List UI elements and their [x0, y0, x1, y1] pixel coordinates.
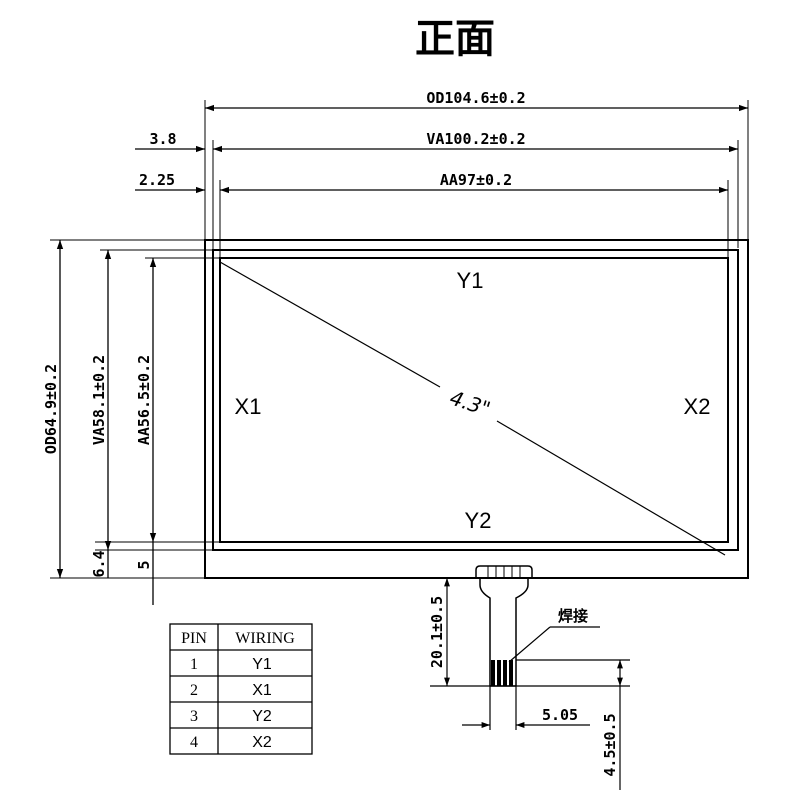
- pin-table-cell-pin: 4: [190, 734, 198, 751]
- signal-x2: X2: [684, 394, 711, 419]
- pin-table-cell-pin: 3: [190, 708, 198, 725]
- signal-y1: Y1: [457, 268, 484, 293]
- aa-height-label: AA56.5±0.2: [135, 355, 153, 445]
- pin-table-cell-wiring: X1: [252, 682, 272, 699]
- active-area-outline: [219, 257, 729, 543]
- od-height-label: OD64.9±0.2: [42, 364, 60, 454]
- pin-table-cell-wiring: Y1: [252, 656, 272, 673]
- callout-leader: [508, 626, 600, 663]
- va-height-label: VA58.1±0.2: [90, 355, 108, 445]
- offset-bottom-aa-label: 5: [135, 560, 153, 569]
- tail-dimension-lines: [430, 577, 630, 790]
- fpc-contacts: [491, 660, 513, 686]
- diagonal: [219, 261, 726, 556]
- contact-length-label: 4.5±0.5: [601, 713, 619, 776]
- view-area-outline: [212, 249, 739, 551]
- signal-y2: Y2: [465, 508, 492, 533]
- page-title: 正面: [415, 15, 495, 62]
- left-dimension-lines: [56, 240, 157, 605]
- pin-table: PIN WIRING 1 Y1 2 X1 3 Y2 4 X2: [169, 623, 313, 755]
- diagonal-label: 4.3": [447, 386, 493, 421]
- callout-label: 焊接: [558, 607, 588, 625]
- pin-table-cell-pin: 1: [190, 656, 198, 673]
- signal-x1: X1: [235, 394, 262, 419]
- tail-width-label: 5.05: [542, 706, 578, 724]
- tail-length-label: 20.1±0.5: [428, 596, 446, 668]
- pin-table-cell-pin: 2: [190, 682, 198, 699]
- pin-table-header-pin: PIN: [181, 630, 207, 647]
- pin-table-cell-wiring: X2: [252, 734, 272, 751]
- od-width-label: OD104.6±0.2: [426, 89, 525, 107]
- offset-aa-label: 2.25: [139, 171, 175, 189]
- top-dimension-lines: [135, 104, 748, 194]
- va-width-label: VA100.2±0.2: [426, 130, 525, 148]
- offset-va-label: 3.8: [149, 130, 176, 148]
- aa-width-label: AA97±0.2: [440, 171, 512, 189]
- pin-table-cell-wiring: Y2: [252, 708, 272, 725]
- extension-lines-left: [50, 239, 220, 579]
- offset-bottom-va-label: 6.4: [90, 550, 108, 577]
- pin-table-header-wiring: WIRING: [235, 630, 295, 647]
